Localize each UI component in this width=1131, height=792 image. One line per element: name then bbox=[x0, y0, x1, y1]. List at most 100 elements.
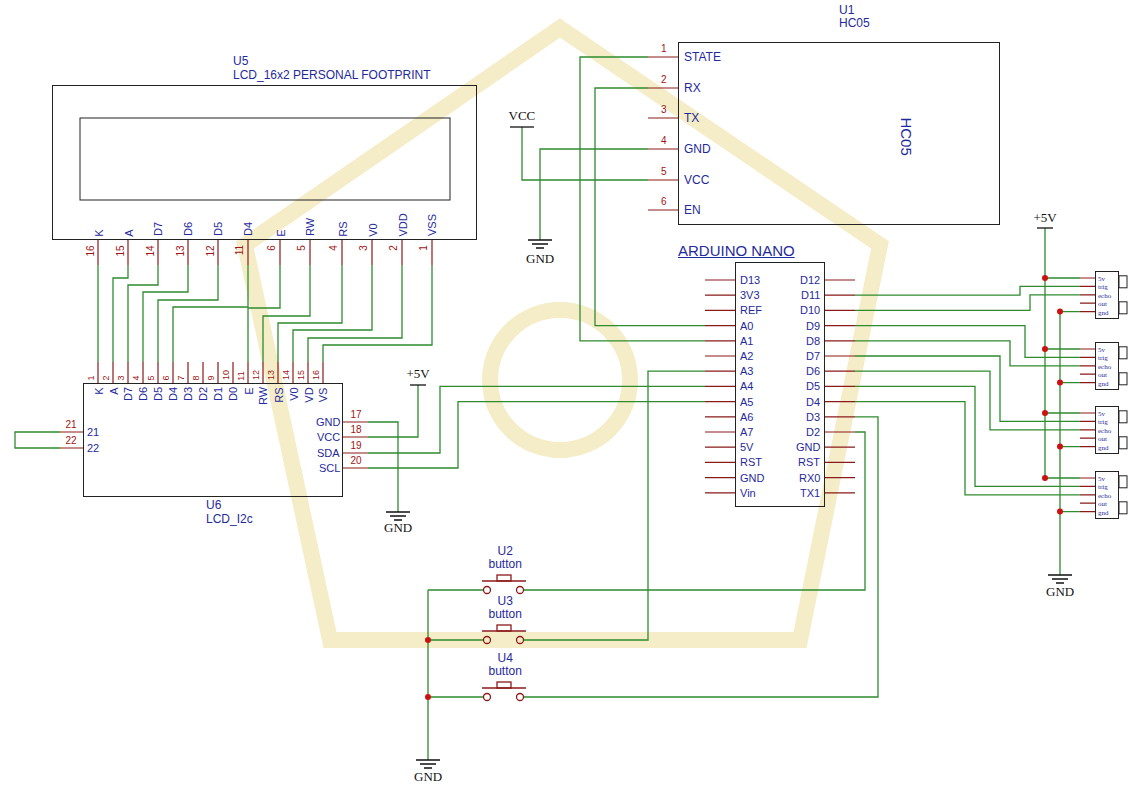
wire-connector bbox=[113, 265, 128, 362]
watermark-pentagon bbox=[245, 28, 880, 640]
wire-connector bbox=[524, 371, 705, 640]
junction-dot bbox=[1057, 444, 1063, 450]
button-contact bbox=[517, 694, 524, 701]
nano-right-pins bbox=[825, 280, 855, 493]
sensor-5v-rail bbox=[1045, 228, 1080, 478]
pin-name: GND bbox=[740, 472, 764, 484]
pin-number: 17 bbox=[351, 410, 362, 420]
pin-number: 13 bbox=[266, 370, 276, 380]
button-gnd-wire bbox=[428, 590, 484, 760]
part-text: 5v bbox=[1098, 475, 1105, 483]
wire-connector bbox=[278, 265, 342, 362]
wire-connector bbox=[855, 341, 1080, 366]
button-contact bbox=[517, 637, 524, 644]
pin-name: GND bbox=[316, 416, 340, 428]
pin-name: D2 bbox=[806, 426, 820, 438]
pin-name: K bbox=[92, 229, 104, 236]
wire-connector bbox=[263, 265, 310, 362]
pin-name: A7 bbox=[740, 426, 753, 438]
pin-name: VCC bbox=[317, 431, 340, 443]
pin-name: Vin bbox=[740, 487, 756, 499]
pin-name: D12 bbox=[800, 274, 820, 286]
pin-name: SCL bbox=[319, 462, 340, 474]
pin-name: GND bbox=[684, 143, 711, 156]
pin-number: 1 bbox=[86, 375, 96, 380]
part-text: U4 bbox=[498, 652, 513, 665]
pin-name: D3 bbox=[182, 387, 194, 401]
button-contact bbox=[484, 587, 491, 594]
pin-name: D2 bbox=[197, 387, 209, 401]
wire-connector bbox=[143, 265, 188, 362]
wire-connector bbox=[248, 265, 280, 362]
pin-number: 20 bbox=[351, 456, 362, 466]
pin-name: RX0 bbox=[799, 472, 820, 484]
button-contact bbox=[484, 637, 491, 644]
pin-name: A0 bbox=[740, 320, 753, 332]
button-cap bbox=[497, 625, 511, 631]
part-text: out bbox=[1098, 500, 1107, 508]
pin-number: 16 bbox=[85, 245, 95, 256]
hc05-gnd-wire bbox=[540, 149, 648, 240]
pin-name: D6 bbox=[182, 222, 194, 236]
wire-connector bbox=[580, 57, 705, 341]
pin-number: 2 bbox=[389, 245, 399, 251]
pin-name: A bbox=[107, 387, 119, 394]
pin-name: GND bbox=[796, 441, 820, 453]
pin-name: D4 bbox=[806, 396, 820, 408]
sensor-connector bbox=[1119, 276, 1127, 288]
part-text: 5v bbox=[1098, 410, 1105, 418]
ultrasonic-sensor-box: 5vtrigechooutgnd bbox=[1095, 471, 1119, 519]
watermark-circle bbox=[490, 310, 630, 450]
part-text: out bbox=[1098, 371, 1107, 379]
pin-name: VD bbox=[302, 387, 314, 402]
wire-connector bbox=[524, 432, 865, 590]
pin-number: 14 bbox=[145, 245, 155, 256]
wire-connector bbox=[308, 265, 402, 362]
ground-symbol bbox=[1048, 575, 1072, 583]
pin-stubs bbox=[60, 57, 1095, 512]
ultrasonic-sensor-box: 5vtrigechooutgnd bbox=[1095, 342, 1119, 390]
pin-number: 5 bbox=[297, 245, 307, 251]
pin-number: 10 bbox=[221, 370, 231, 380]
pin-name: SDA bbox=[317, 447, 340, 459]
pin-name: A1 bbox=[740, 335, 753, 347]
junction-dot bbox=[1042, 410, 1048, 416]
i2c-vcc-wire bbox=[368, 385, 418, 437]
pin-name: V0 bbox=[287, 387, 299, 400]
junction-dot bbox=[1042, 346, 1048, 352]
power-label: GND bbox=[414, 770, 442, 784]
part-text: button bbox=[489, 665, 522, 678]
pin-number: 15 bbox=[296, 370, 306, 380]
pin-number: 4 bbox=[329, 245, 339, 251]
pin-name: 21 bbox=[87, 426, 99, 438]
watermark-logo bbox=[245, 28, 880, 640]
pin-name: 5V bbox=[740, 441, 753, 453]
wire-connector bbox=[855, 402, 1080, 495]
wire-connector bbox=[595, 88, 705, 326]
pin-number: 9 bbox=[206, 375, 216, 380]
pin-number: 12 bbox=[205, 245, 215, 256]
pin-name: D6 bbox=[137, 387, 149, 401]
wire-connector bbox=[293, 265, 372, 362]
pin-number: 5 bbox=[146, 375, 156, 380]
pin-name: D11 bbox=[801, 289, 820, 301]
sensor-connector bbox=[1119, 411, 1127, 423]
part-text: out bbox=[1098, 300, 1107, 308]
wire-connector bbox=[855, 326, 1080, 358]
sensor-connectors bbox=[1119, 276, 1127, 514]
pin-number: 12 bbox=[251, 370, 261, 380]
pin-name: D6 bbox=[806, 365, 820, 377]
pin-number: 8 bbox=[191, 375, 201, 380]
pin-name: RW bbox=[257, 387, 269, 405]
part-text: echo bbox=[1098, 427, 1111, 435]
wire-connector bbox=[368, 386, 705, 453]
push-button-label: U2button bbox=[485, 543, 525, 573]
ultrasonic-sensor-box: 5vtrigechooutgnd bbox=[1095, 271, 1119, 319]
sensor-pins bbox=[1080, 278, 1095, 512]
wire-connector bbox=[97, 265, 98, 362]
i2c-side-pins bbox=[60, 422, 368, 468]
pin-name: A2 bbox=[740, 350, 753, 362]
part-text: trig bbox=[1098, 354, 1108, 362]
pin-name: TX1 bbox=[800, 487, 820, 499]
